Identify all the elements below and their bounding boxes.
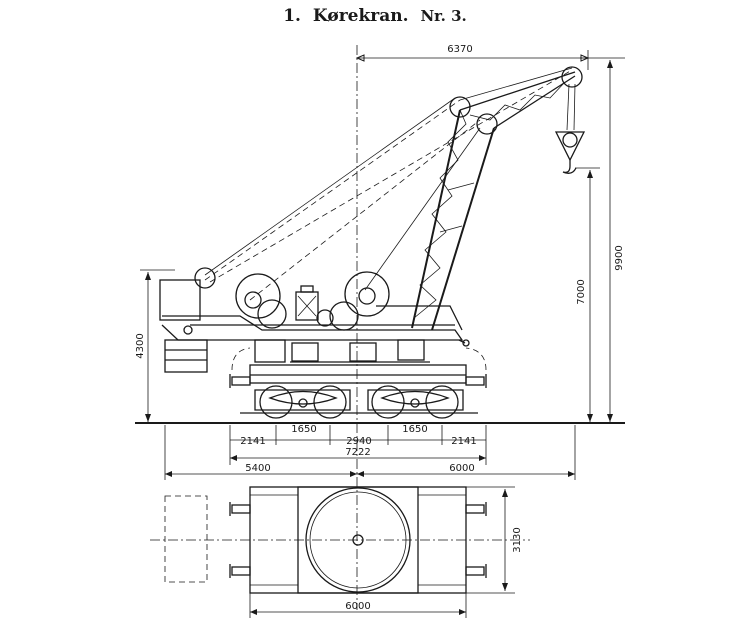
title-number: 1. [283,6,301,26]
dim-1650-right: 1650 [402,424,427,435]
wheel [371,385,405,419]
slewing-ring [305,487,411,593]
dim-2141-right: 2141 [451,436,476,447]
hook-icon [562,160,577,174]
undercarriage [229,347,487,419]
jib-lower-sheave [476,113,498,135]
arrow [145,272,151,280]
arrow [355,54,365,62]
side-elevation: 6370 9900 7000 4300 [135,44,625,610]
dim-5400: 5400 [245,463,270,474]
jib-mid-sheave [449,96,471,118]
dim-4300: 4300 [135,333,146,358]
dim-7000: 7000 [576,279,587,304]
dim-1650-left: 1650 [291,424,316,435]
plan-view: 3130 6000 [150,486,530,618]
jib-head-sheave [561,66,583,88]
drum-right [344,271,390,317]
wheelbase-dimensions: 2141 1650 2940 1650 2141 7222 5400 6000 [164,424,576,480]
center-pin [352,534,364,546]
title-nr: Nr. 3. [420,7,467,25]
arrow [587,414,593,422]
wheel [425,385,459,419]
wheel [313,385,347,419]
dim-6000: 6000 [449,463,474,474]
arrow [587,170,593,178]
drawing-title: 1. Kørekran. Nr. 3. [0,6,750,26]
arrow [145,414,151,422]
jib [411,71,576,331]
rear-sheave [194,267,216,289]
machinery-house [159,267,470,373]
title-name: Kørekran. [312,6,409,26]
dim-6370: 6370 [447,44,472,55]
dim-2141-left: 2141 [240,436,265,447]
dim-7222: 7222 [345,447,370,458]
hook-block [554,131,586,162]
dim-6000-frame: 6000 [345,601,370,612]
dim-3130: 3130 [512,527,523,552]
arrow [607,60,613,68]
arrow [607,414,613,422]
dim-9900: 9900 [614,245,625,270]
wheel [259,385,293,419]
counterweight-plan [164,495,208,583]
dim-2940: 2940 [346,436,371,447]
